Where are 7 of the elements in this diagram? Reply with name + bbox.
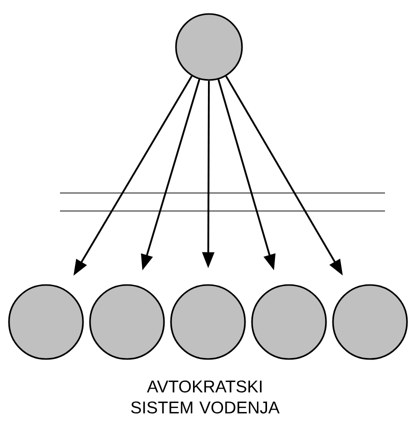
circle bbox=[89, 284, 165, 360]
circle bbox=[170, 284, 246, 360]
caption: AVTOKRATSKI SISTEM VODENJA bbox=[131, 380, 280, 414]
circle bbox=[332, 284, 408, 360]
circle bbox=[251, 284, 327, 360]
circle bbox=[175, 13, 243, 81]
circle bbox=[8, 284, 84, 360]
